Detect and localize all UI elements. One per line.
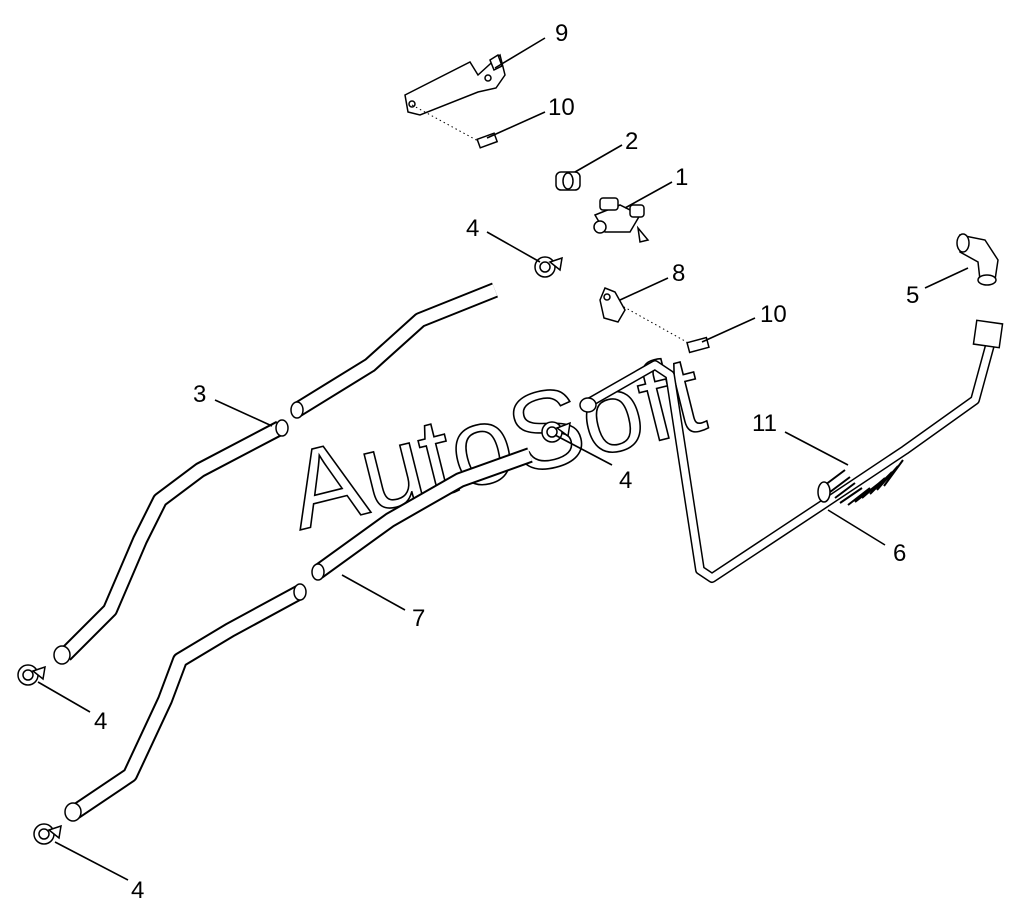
hose-3-lower (53, 419, 289, 665)
callout-11: 11 (752, 410, 777, 437)
callout-7: 7 (412, 605, 425, 632)
callout-10-lower: 10 (760, 301, 787, 328)
elbow-5 (956, 233, 999, 286)
callout-8: 8 (672, 260, 685, 287)
callout-9: 9 (555, 20, 568, 47)
callout-4-bottom: 4 (131, 877, 144, 904)
tube-6 (579, 319, 1004, 583)
hose-7-upper (311, 447, 533, 581)
clamp-4-middle (541, 421, 571, 443)
spring-11 (817, 459, 904, 506)
valve-1 (593, 197, 650, 243)
bracket-9 (404, 53, 506, 116)
bolt-10-upper (411, 104, 499, 149)
callout-4-left: 4 (94, 708, 107, 735)
callout-10-upper: 10 (548, 94, 575, 121)
fitting-2 (555, 171, 581, 191)
leader-lines (37, 37, 969, 881)
callout-3: 3 (193, 381, 206, 408)
clip-8 (599, 287, 626, 323)
callout-4-upper: 4 (466, 215, 479, 242)
hose-3-upper (290, 282, 498, 419)
clamp-4-left (17, 664, 46, 686)
callout-5: 5 (906, 282, 919, 309)
clamp-4-upper (534, 256, 563, 278)
callout-4-middle: 4 (619, 467, 632, 494)
clamp-4-bottom (33, 823, 62, 845)
callout-6: 6 (893, 540, 906, 567)
callout-2: 2 (625, 128, 638, 155)
hose-7-lower (64, 583, 307, 822)
callout-1: 1 (675, 164, 688, 191)
